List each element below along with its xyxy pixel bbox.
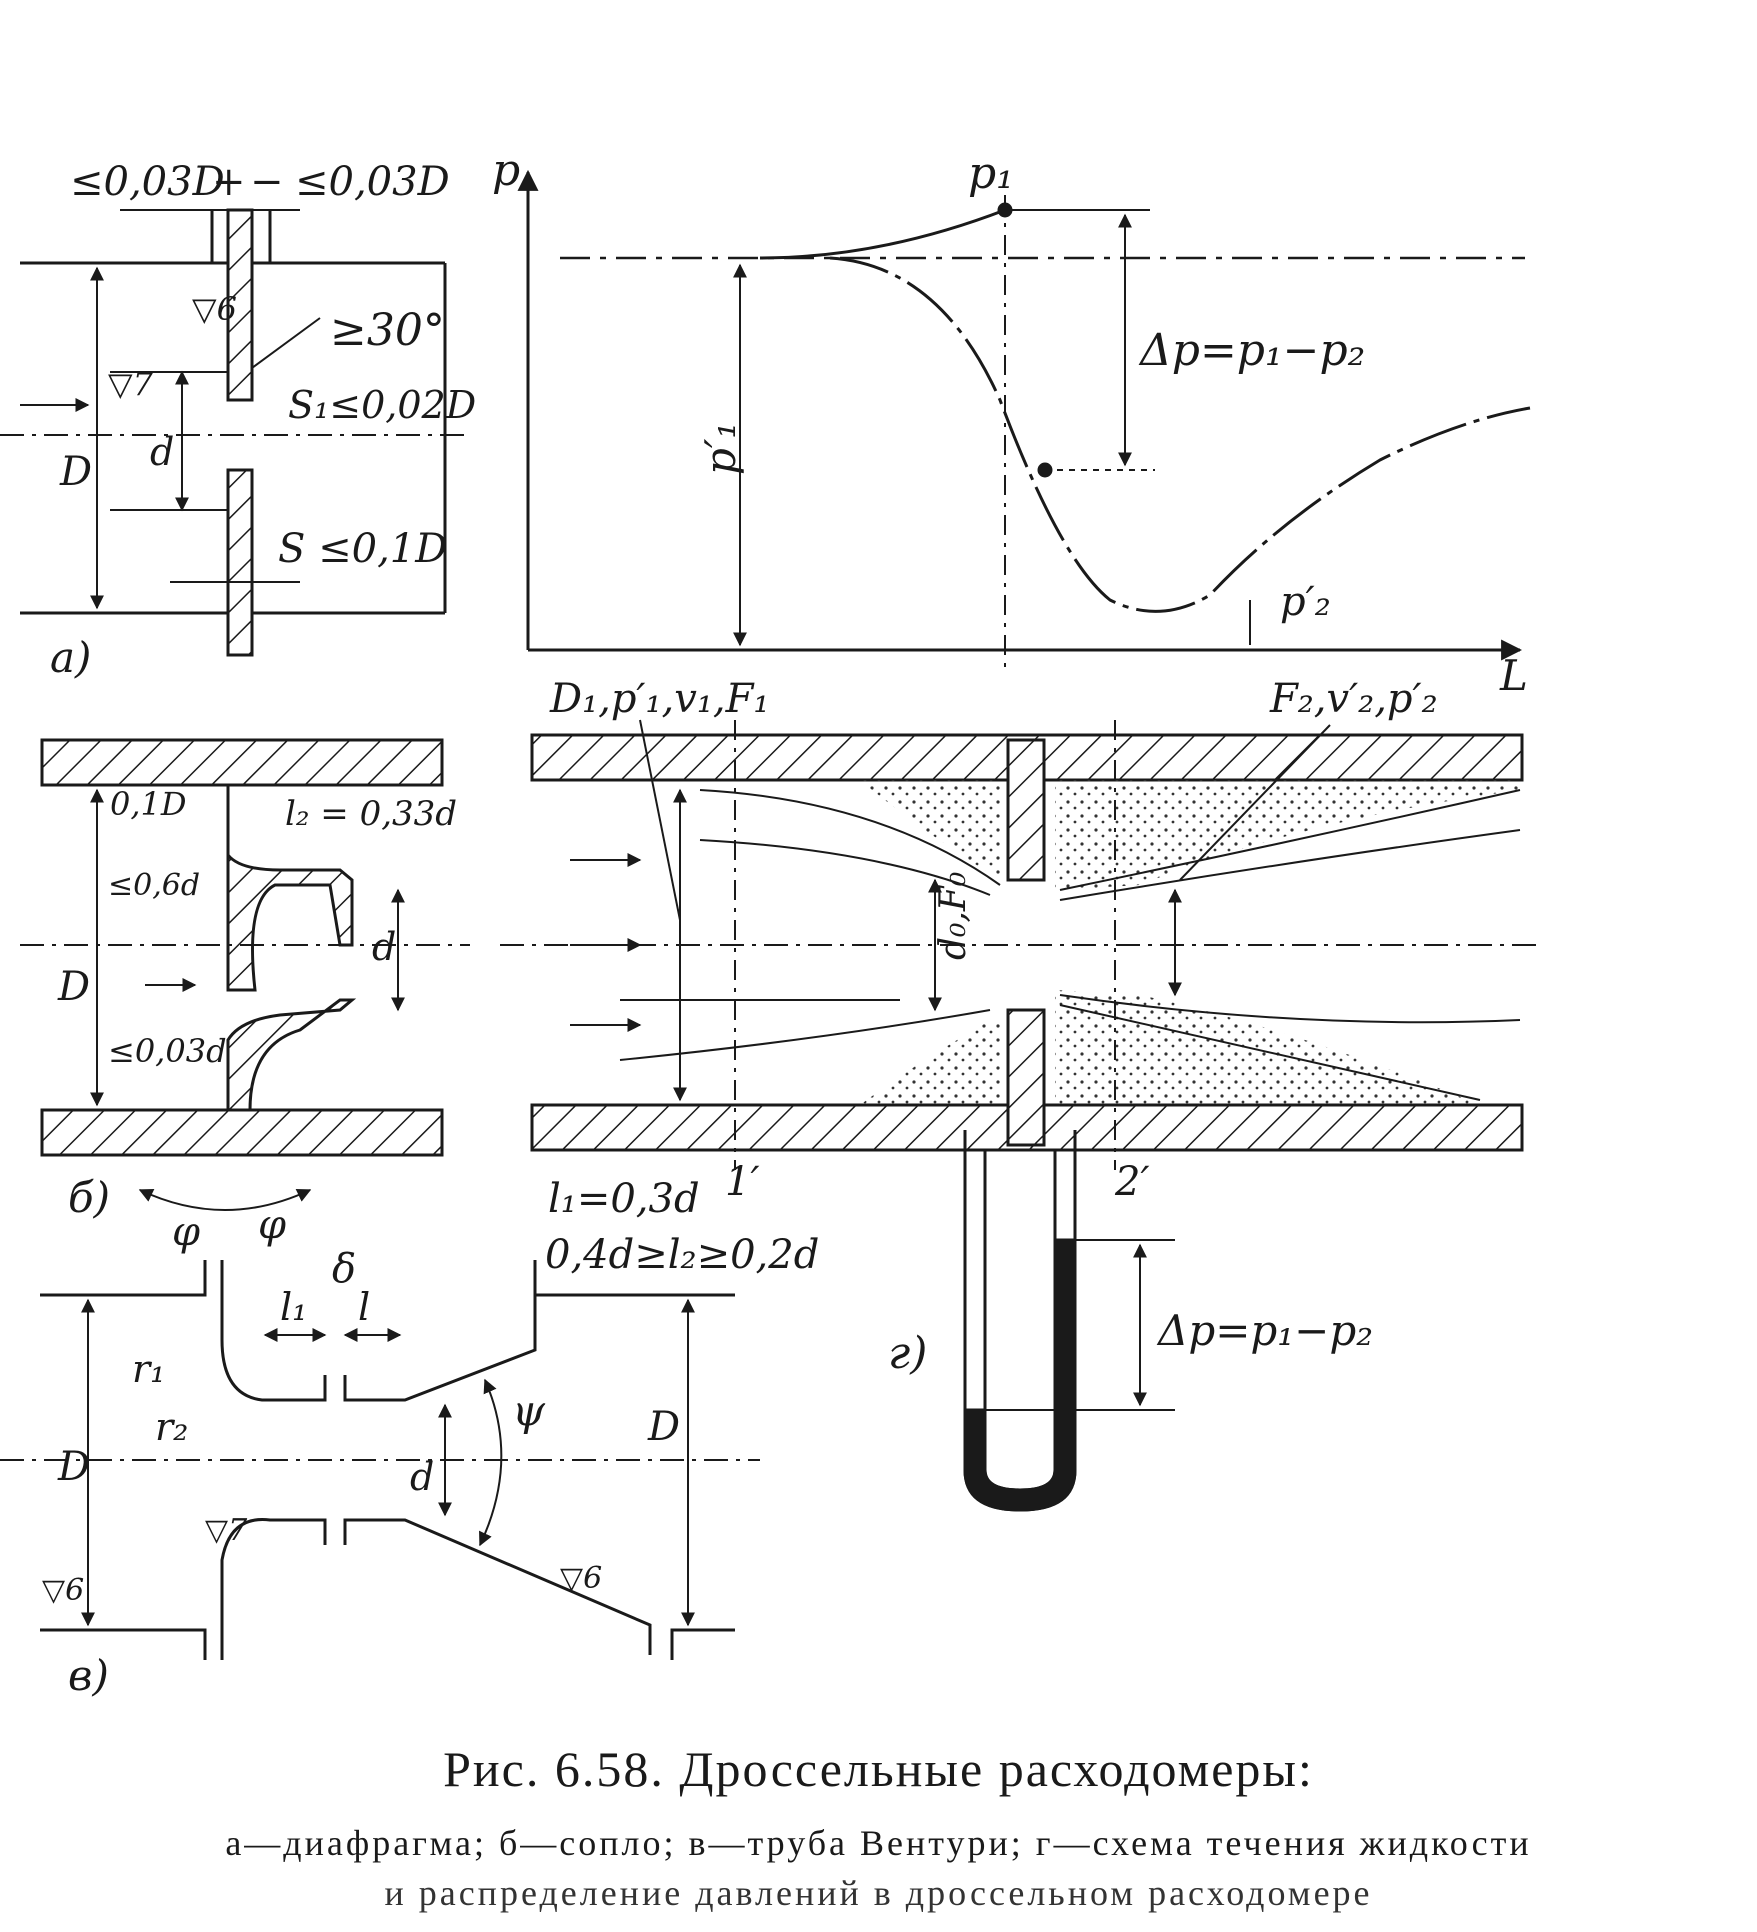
minus-label: − xyxy=(250,159,284,205)
v-r2: r₂ xyxy=(155,1405,188,1449)
p1-label: p₁ xyxy=(968,148,1014,199)
v-l1-formula: l₁=0,3d xyxy=(548,1176,700,1222)
streamline-5 xyxy=(1059,789,1521,891)
streamline-4 xyxy=(619,1009,991,1061)
d-label-v: d xyxy=(410,1455,434,1499)
nozzle-body-top xyxy=(226,785,354,992)
D-label-a: D xyxy=(59,449,92,495)
v-r1: r₁ xyxy=(132,1347,165,1391)
dead-zone-lower-right xyxy=(1055,990,1480,1105)
s-label: S ≤0,1D xyxy=(278,526,447,572)
dead-zone-lower-left xyxy=(860,1015,1000,1105)
upstream-leader xyxy=(639,719,681,921)
streamline-8 xyxy=(1059,1004,1481,1101)
tap-right-label: ≤0,03D xyxy=(295,159,450,205)
orifice-plate-bottom xyxy=(226,468,254,657)
panel-v-label: в) xyxy=(68,1651,109,1700)
panel-g-label: г) xyxy=(888,1328,927,1379)
v-l2-formula: 0,4d≥l₂≥0,2d xyxy=(545,1232,819,1278)
dp-formula-label: Δp=p₁−p₂ xyxy=(1138,325,1365,376)
p1-prime-label: p′₁ xyxy=(696,422,745,475)
panel-a-label: а) xyxy=(50,633,91,682)
v-surf-a: ▽6 xyxy=(42,1573,84,1608)
phi-left: φ xyxy=(172,1209,200,1255)
phi-arc xyxy=(138,1189,312,1211)
section2-label: 2′ xyxy=(1114,1159,1150,1205)
d-label-b: d xyxy=(372,925,396,969)
pipe-b-bottom-wall xyxy=(40,1108,444,1157)
orifice-label: d₀,F₀ xyxy=(933,872,974,960)
manometer-tube-inner xyxy=(983,1150,1057,1492)
p-axis-label: p xyxy=(492,145,520,196)
b-l2-label: l₂ = 0,33d xyxy=(285,794,457,834)
surf-top-a: ▽6 xyxy=(192,290,237,328)
pipe-b-top-wall xyxy=(40,738,444,787)
dead-zone-upper-right xyxy=(1055,780,1520,890)
v-l1: l₁ xyxy=(280,1285,307,1329)
tap-left-label: ≤0,03D xyxy=(70,159,225,205)
streamline-2 xyxy=(699,839,991,896)
panel-a-labels: ≤0,03D + − ≤0,03D ≥30° S₁≤0,02D S ≤0,1D … xyxy=(50,159,476,682)
flowmeter-figure: ≤0,03D + − ≤0,03D ≥30° S₁≤0,02D S ≤0,1D … xyxy=(0,145,1540,1700)
downstream-label: F₂,v′₂,p′₂ xyxy=(1269,676,1438,722)
psi-arc xyxy=(479,1378,503,1547)
streamline-7 xyxy=(1059,994,1521,1024)
panel-g-pressure-plot xyxy=(517,169,1531,670)
p2-prime-label: p′₂ xyxy=(1280,579,1331,625)
D-label-b: D xyxy=(57,964,90,1010)
flow-orifice-plate-bottom xyxy=(1006,1008,1046,1147)
manometer-dp-label: Δp=p₁−p₂ xyxy=(1156,1306,1373,1355)
v-delta: δ xyxy=(332,1246,356,1292)
v-surf-b: ▽7 xyxy=(205,1513,248,1548)
angle-line xyxy=(251,317,321,369)
dead-zone-upper-left xyxy=(860,780,1000,880)
D-label-v-right: D xyxy=(647,1404,680,1450)
section1-label: 1′ xyxy=(725,1159,760,1205)
v-psi: ψ xyxy=(512,1386,546,1435)
figure-caption-title: Рис. 6.58. Дроссельные расходомеры: xyxy=(443,1741,1314,1797)
flow-orifice-plate-top xyxy=(1006,738,1046,882)
surf-mid-a: ▽7 xyxy=(108,365,154,403)
nozzle-body-bottom xyxy=(226,998,357,1112)
s1-label: S₁≤0,02D xyxy=(288,383,476,427)
b-01D-label: 0,1D xyxy=(110,785,187,823)
b-06d-label: ≤0,6d xyxy=(108,868,200,903)
D-label-v-left: D xyxy=(57,1444,90,1490)
plus-label: + xyxy=(212,159,246,205)
phi-right: φ xyxy=(258,1202,286,1248)
streamline-6 xyxy=(1059,829,1521,901)
venturi-top-wall xyxy=(40,1260,537,1402)
panel-b-nozzle xyxy=(20,738,470,1211)
b-003d-label: ≤0,03d xyxy=(108,1032,227,1070)
wall-pressure-upper xyxy=(759,208,1006,260)
streamline-1 xyxy=(699,789,1001,886)
upstream-label: D₁,p′₁,v₁,F₁ xyxy=(549,676,769,722)
manometer-liquid xyxy=(963,1238,1077,1512)
figure-caption-line2: и распределение давлений в дроссельном р… xyxy=(384,1873,1373,1913)
panel-b-labels: 0,1D l₂ = 0,33d ≤0,6d ≤0,03d D d φ φ б) xyxy=(57,785,457,1255)
panel-g-scheme-labels: D₁,p′₁,v₁,F₁ F₂,v′₂,p′₂ d₀,F₀ 1′ 2′ Δp=p… xyxy=(549,676,1438,1379)
panel-b-label: б) xyxy=(68,1173,110,1222)
panel-a-diaphragm xyxy=(0,208,470,657)
d-label-a: d xyxy=(150,430,174,474)
panel-g-flow-scheme xyxy=(500,719,1540,1512)
angle-label: ≥30° xyxy=(330,305,445,356)
panel-v-labels: l₁=0,3d 0,4d≥l₂≥0,2d δ l₁ l r₁ r₂ ψ D D … xyxy=(42,1176,819,1700)
downstream-leader xyxy=(1179,724,1331,881)
panel-g-plot-labels: p L p₁ Δp=p₁−p₂ p′₁ p′₂ xyxy=(492,145,1528,700)
l-axis-label: L xyxy=(1499,651,1528,700)
figure-caption-line1: а—диафрагма; б—сопло; в—труба Вентури; г… xyxy=(225,1823,1532,1863)
v-surf-c: ▽6 xyxy=(560,1561,602,1596)
panel-v-venturi xyxy=(0,1260,760,1660)
venturi-bottom-wall xyxy=(40,1518,735,1660)
pressure-curve xyxy=(829,256,1531,613)
v-l: l xyxy=(358,1285,370,1329)
orifice-plate-top xyxy=(226,208,254,402)
